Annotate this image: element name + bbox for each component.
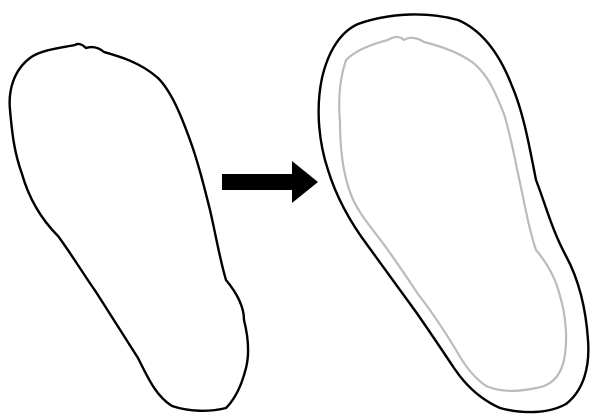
inner-footprint-trace xyxy=(339,37,566,391)
arrow-shaft xyxy=(222,174,294,190)
original-footprint xyxy=(10,44,249,411)
offset-outline xyxy=(319,14,589,412)
right-arrow-icon xyxy=(222,161,318,203)
arrow-head xyxy=(292,161,318,203)
footprint-outline xyxy=(10,44,249,411)
offset-footprint xyxy=(319,14,589,412)
